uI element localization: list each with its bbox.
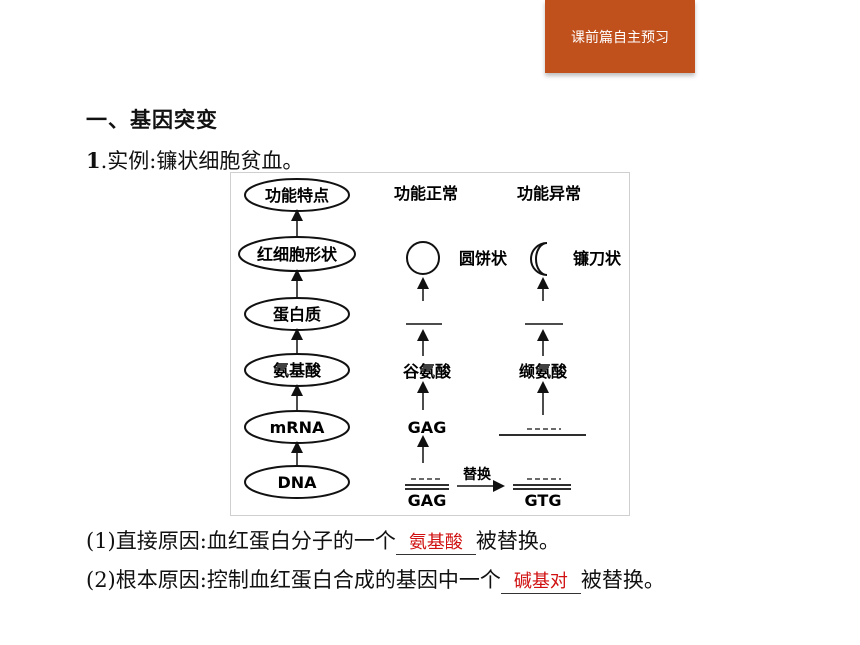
chain-label-dna: DNA	[277, 473, 317, 492]
normal-mrna-codon: GAG	[408, 418, 447, 437]
chain-label-protein: 蛋白质	[273, 305, 321, 324]
direct-cause-suffix: 被替换。	[476, 529, 560, 553]
section-title: 一、基因突变	[86, 104, 218, 134]
example-line: 1.实例:镰状细胞贫血。	[86, 145, 303, 175]
section-tab-label: 课前篇自主预习	[571, 27, 669, 47]
chain-label-function: 功能特点	[265, 186, 329, 205]
root-cause-line: (2)根本原因:控制血红蛋白合成的基因中一个碱基对被替换。	[86, 564, 665, 594]
normal-column-title: 功能正常	[394, 184, 458, 203]
abnormal-column-title: 功能异常	[517, 184, 581, 203]
chain-node-rbc-shape: 红细胞形状	[239, 237, 355, 271]
example-number: 1	[86, 148, 101, 173]
direct-cause-blank[interactable]: 氨基酸	[396, 528, 476, 555]
root-cause-blank[interactable]: 碱基对	[501, 567, 581, 594]
section-tab[interactable]: 课前篇自主预习	[545, 0, 695, 73]
abnormal-amino-acid: 缬氨酸	[519, 362, 568, 381]
normal-shape-label: 圆饼状	[459, 249, 508, 268]
chain-node-dna: DNA	[245, 466, 349, 498]
chain-node-amino-acid: 氨基酸	[245, 354, 349, 386]
abnormal-dna-codon: GTG	[525, 491, 562, 510]
normal-dna-codon: GAG	[408, 491, 447, 510]
direct-cause-prefix: (1)直接原因:血红蛋白分子的一个	[86, 529, 396, 553]
direct-cause-line: (1)直接原因:血红蛋白分子的一个氨基酸被替换。	[86, 525, 560, 555]
root-cause-suffix: 被替换。	[581, 568, 665, 592]
chain-label-mrna: mRNA	[270, 418, 325, 437]
round-cell-icon	[407, 242, 439, 274]
chain-node-function: 功能特点	[245, 179, 349, 211]
sickle-cell-diagram: 功能特点 红细胞形状 蛋白质 氨基酸 mRNA DNA 功能正常 功能异常 圆饼…	[230, 172, 630, 516]
abnormal-shape-label: 镰刀状	[573, 249, 622, 268]
example-text: .实例:镰状细胞贫血。	[101, 149, 304, 173]
sickle-cell-icon	[531, 243, 547, 275]
chain-label-amino-acid: 氨基酸	[273, 361, 322, 380]
chain-label-rbc-shape: 红细胞形状	[257, 245, 338, 264]
chain-node-mrna: mRNA	[245, 411, 349, 443]
normal-amino-acid: 谷氨酸	[403, 362, 452, 381]
replace-label: 替换	[463, 466, 492, 483]
chain-node-protein: 蛋白质	[245, 298, 349, 330]
root-cause-prefix: (2)根本原因:控制血红蛋白合成的基因中一个	[86, 568, 501, 592]
